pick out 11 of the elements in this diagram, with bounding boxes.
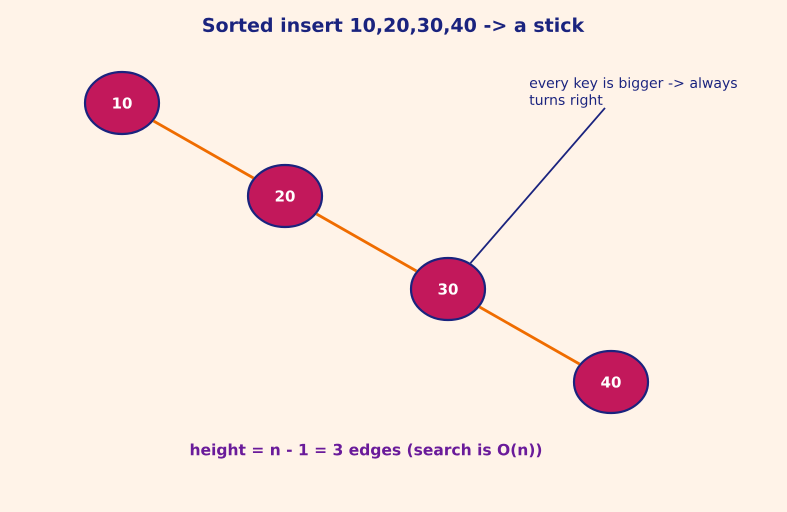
tree-node: 20 xyxy=(246,164,324,228)
tree-node: 30 xyxy=(410,256,486,322)
callout-text: every key is bigger -> always turns right xyxy=(530,77,737,108)
tree-edge xyxy=(316,212,418,272)
footnote-text: height = n - 1 = 3 edges (search is O(n)) xyxy=(190,443,542,459)
tree-node: 40 xyxy=(572,350,650,414)
title: Sorted insert 10,20,30,40 -> a stick xyxy=(203,17,584,35)
tree-edge xyxy=(478,306,580,366)
tree-node: 10 xyxy=(84,70,160,136)
tree-edge xyxy=(152,120,254,180)
leader-line xyxy=(470,107,606,264)
